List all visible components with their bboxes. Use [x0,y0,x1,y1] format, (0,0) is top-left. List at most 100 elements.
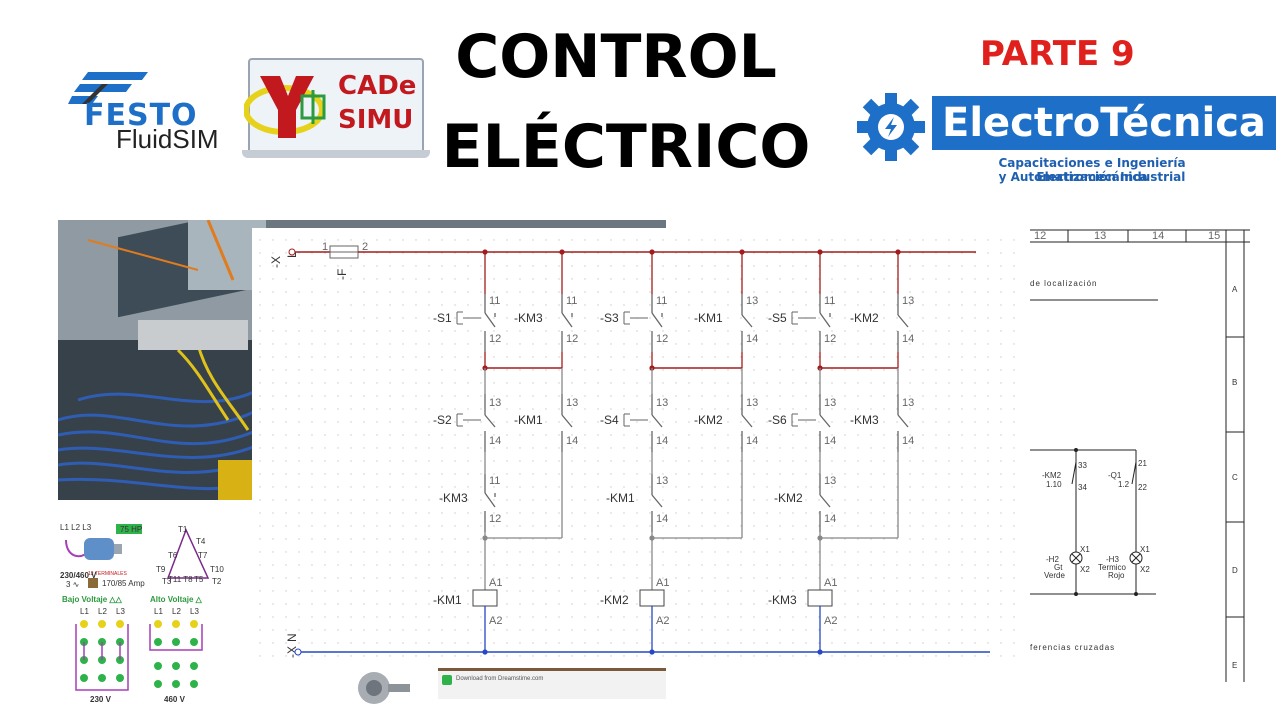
group-2-stop-contact-blade [651,312,663,328]
row-e: E [1232,661,1237,670]
group-3-cross-junction [817,365,823,371]
group-1-cross-junction [482,365,488,371]
top-terminal-label: -X [269,256,283,268]
low-voltage-label: Bajo Voltaje △△ [62,595,123,604]
motor-voltage: 230/460 V [60,571,97,580]
group-3-coil-label: -KM3 [768,593,797,607]
km2-ref: 1.10 [1046,480,1062,489]
group-1-hold-label: -KM1 [514,413,543,427]
group-1-interlock-bottom-n1: 11 [489,475,500,487]
festo-fluidsim-logo: FESTO FluidSIM [64,66,244,166]
group-1-stop-contact-blade [484,312,496,328]
row-b: B [1232,378,1237,387]
group-2-interlock-bottom-n2: 14 [656,513,668,525]
reference-sheet: 12 13 14 15 A B C D E de localización -K… [1028,222,1250,682]
group-3-coil-a1: A1 [824,577,837,589]
km2-pin-34: 34 [1078,483,1087,492]
group-2-interlock-top-n1: 13 [746,295,758,307]
group-2-interlock-bottom-contact-blade [651,494,663,508]
cade-emblem-icon [244,76,326,138]
group-3-stop-label: -S5 [768,311,787,325]
svg-text:L1: L1 [154,607,163,616]
v230-label: 230 V [90,695,112,704]
group-1-coil-a1: A1 [489,577,502,589]
group-2-start-contact-blade [651,414,663,428]
bottom-terminal [294,648,302,656]
group-3-stop-contact-blade [819,312,831,328]
h3-x2: X2 [1140,565,1150,574]
electrotecnica-tagline-2: y Automatización Industrial [998,170,1186,184]
lamp-h2-icon [1069,551,1083,565]
motor-amps: 170/85 Amp [102,579,145,588]
bottom-terminal-label: -X [285,646,299,658]
delta-t4: T4 [196,537,206,546]
group-1-hold-contact-blade [561,414,573,428]
delta-t9: T9 [156,565,166,574]
group-2-hold-n2: 14 [746,435,758,447]
part-label: PARTE 9 [980,34,1135,74]
group-1-interlock-top-n1: 11 [566,295,577,307]
group-2-interlock-top-contact-blade [741,314,753,328]
reference-sheet-art: 12 13 14 15 A B C D E de localización -K… [1028,229,1250,682]
fluidsim-word: FluidSIM [116,124,219,154]
motor-lines: L1 L2 L3 [60,523,92,532]
group-3-interlock-bottom-n1: 13 [824,475,836,487]
group-3-interlock-top-contact-blade [897,314,909,328]
h3-x1: X1 [1140,545,1150,554]
motor-phase: 3 ∿ [66,580,79,589]
group-3-interlock-bottom-label: -KM2 [774,491,803,505]
delta-t1: T1 [178,525,188,534]
group-2-cross-junction [649,365,655,371]
group-1-interlock-top-label: -KM3 [514,311,543,325]
motor-hp: 75 HP [120,525,142,534]
group-2-stop-label: -S3 [600,311,619,325]
small-motor-photo [344,668,420,708]
group-2-stop-n1: 11 [656,295,667,307]
svg-text:L3: L3 [190,607,199,616]
group-1-start-label: -S2 [433,413,452,427]
grid [259,239,1015,657]
high-voltage-label: Alto Voltaje △ [150,595,203,604]
motor-connection-card: L1 L2 L3 75 HP 12 TERMINALES 230/460 V 3… [56,520,252,710]
h2-x2: X2 [1080,565,1090,574]
group-2-interlock-bottom-label: -KM1 [606,491,635,505]
group-1-stop-label: -S1 [433,311,452,325]
motor-terminals: 12 TERMINALES [88,571,127,577]
h2-label: -H2 [1046,555,1059,564]
group-3-hold-contact-blade [897,414,909,428]
svg-text:L3: L3 [116,607,125,616]
title-line-1: CONTROL [455,22,777,92]
group-2-coil-a2: A2 [656,615,669,627]
group-3-start-contact-blade [819,414,831,428]
h3-label: -H3 [1106,555,1119,564]
cade-simu-logo: CADe SIMU [242,58,430,162]
group-1-hold-n2: 14 [566,435,578,447]
group-2-interlock-top-n2: 14 [746,333,758,345]
fuse-pin-1: 1 [322,241,328,253]
gear-icon [857,93,925,161]
delta-t6: T6 [168,551,178,560]
group-3-coil-a2: A2 [824,615,837,627]
group-2-coil-label: -KM2 [600,593,629,607]
group-1-coil [472,589,498,607]
group-3-start-n1: 13 [824,397,836,409]
group-2-interlock-bottom-n1: 13 [656,475,668,487]
group-3-interlock-top-n1: 13 [902,295,914,307]
group-3-hold-n2: 14 [902,435,914,447]
group-3-stop-n2: 12 [824,333,836,345]
group-1-start-contact-blade [484,414,496,428]
group-1-interlock-bottom-n2: 12 [489,513,501,525]
q1-pin-22: 22 [1138,483,1147,492]
group-3-interlock-top-label: -KM2 [850,311,879,325]
row-c: C [1232,473,1238,482]
group-1-coil-a2: A2 [489,615,502,627]
group-1-stop-n1: 11 [489,295,500,307]
group-3-interlock-bottom-n2: 14 [824,513,836,525]
dreamstime-badge: Download from Dreamstime.com [438,668,666,699]
group-3-neutral-junction [817,649,823,655]
group-2-hold-contact-blade [741,414,753,428]
delta-t2: T2 [212,577,222,586]
fuse-label: -F [335,269,349,280]
title-line-2: ELÉCTRICO [441,112,811,182]
